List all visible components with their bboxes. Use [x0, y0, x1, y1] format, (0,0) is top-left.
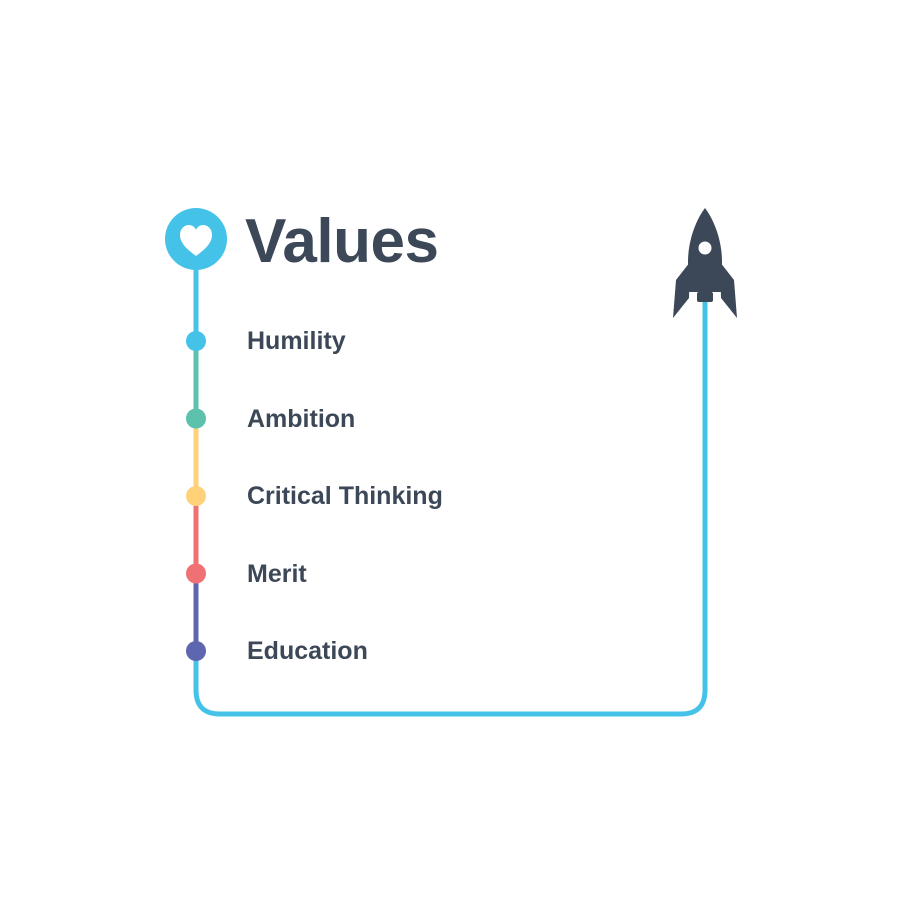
timeline-marker: [186, 331, 206, 351]
timeline-markers: [186, 331, 206, 661]
value-label: Humility: [247, 327, 346, 355]
heart-icon: [180, 225, 212, 256]
rocket-right-fin: [720, 262, 737, 318]
journey-path: [193, 297, 708, 717]
rocket-nozzle: [697, 292, 713, 302]
timeline-marker: [186, 408, 206, 429]
timeline-marker: [186, 641, 206, 661]
heart-badge: [165, 208, 227, 270]
value-label: Critical Thinking: [247, 482, 443, 510]
value-label: Ambition: [247, 404, 356, 433]
rocket-window: [698, 241, 712, 255]
timeline-marker: [186, 563, 206, 584]
rocket-icon: [673, 208, 737, 318]
rocket-left-fin: [673, 262, 690, 318]
timeline-marker: [186, 486, 206, 506]
value-label: Merit: [247, 559, 307, 588]
value-label: Education: [247, 637, 368, 665]
page-title: Values: [245, 207, 439, 276]
